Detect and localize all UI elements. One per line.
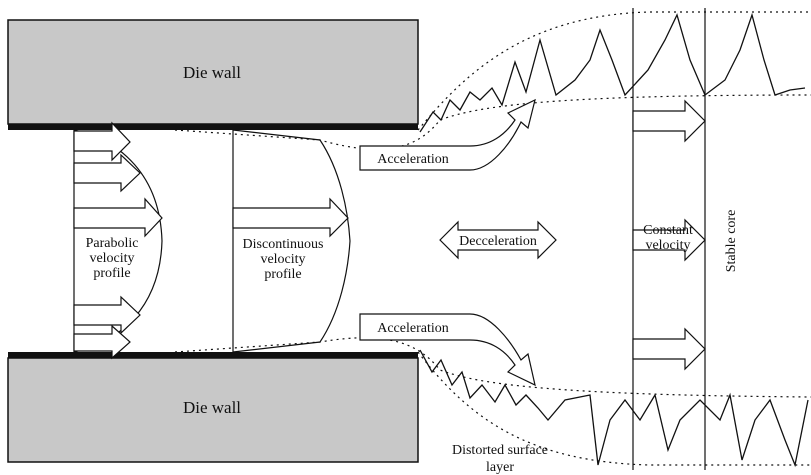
discontinuous-arrow xyxy=(232,197,349,238)
discontinuous-label-line-1: Discontinuous xyxy=(243,237,324,252)
parabolic-label-line-2: velocity xyxy=(89,251,134,266)
constant-label-line-1: Constant xyxy=(643,223,693,238)
distorted-surface-top xyxy=(419,12,806,133)
constant-velocity-label: Constant velocity xyxy=(643,223,693,253)
discontinuous-label: Discontinuous velocity profile xyxy=(243,237,324,282)
distorted-label-line-2: layer xyxy=(486,460,514,475)
discontinuous-label-line-2: velocity xyxy=(260,252,305,267)
profile-arrow xyxy=(232,197,349,238)
acceleration-arrow-bottom: Acceleration xyxy=(359,313,536,387)
distorted-surface-bottom xyxy=(419,349,809,468)
constant-arrow xyxy=(632,218,706,262)
profile-arrow xyxy=(73,121,131,162)
discontinuous-profile-curve xyxy=(232,129,351,353)
distorted-label-line-1: Distorted surface xyxy=(452,443,548,458)
profile-arrow xyxy=(73,153,141,193)
acceleration-arrow-top: Acceleration xyxy=(359,98,536,171)
deceleration-label: Decceleration xyxy=(459,234,537,249)
parabolic-label-line-3: profile xyxy=(93,266,130,281)
profile-arrow xyxy=(73,197,163,238)
discontinuous-label-line-3: profile xyxy=(264,267,301,282)
die-wall-bottom-label: Die wall xyxy=(183,398,241,417)
outer-boundary-bottom xyxy=(417,351,811,466)
constant-arrow xyxy=(632,327,706,371)
die-wall-top: Die wall xyxy=(7,19,419,130)
constant-arrow xyxy=(632,99,706,143)
acceleration-bottom-label: Acceleration xyxy=(377,321,449,336)
constant-label-line-2: velocity xyxy=(645,238,690,253)
parabolic-label-line-1: Parabolic xyxy=(86,236,139,251)
deceleration-arrow: Decceleration xyxy=(439,220,557,260)
die-wall-bottom: Die wall xyxy=(7,352,419,463)
constant-velocity-arrows xyxy=(632,99,706,371)
stable-core-label: Stable core xyxy=(724,210,739,273)
distorted-label: Distorted surface layer xyxy=(452,443,548,475)
die-wall-top-label: Die wall xyxy=(183,63,241,82)
profile-arrow xyxy=(73,324,131,360)
acceleration-top-label: Acceleration xyxy=(377,152,449,167)
profile-arrow xyxy=(73,295,141,335)
parabolic-label: Parabolic velocity profile xyxy=(86,236,139,281)
outer-boundary-top xyxy=(417,11,811,131)
discontinuous-profile xyxy=(232,129,351,353)
parabolic-arrows xyxy=(73,121,163,360)
